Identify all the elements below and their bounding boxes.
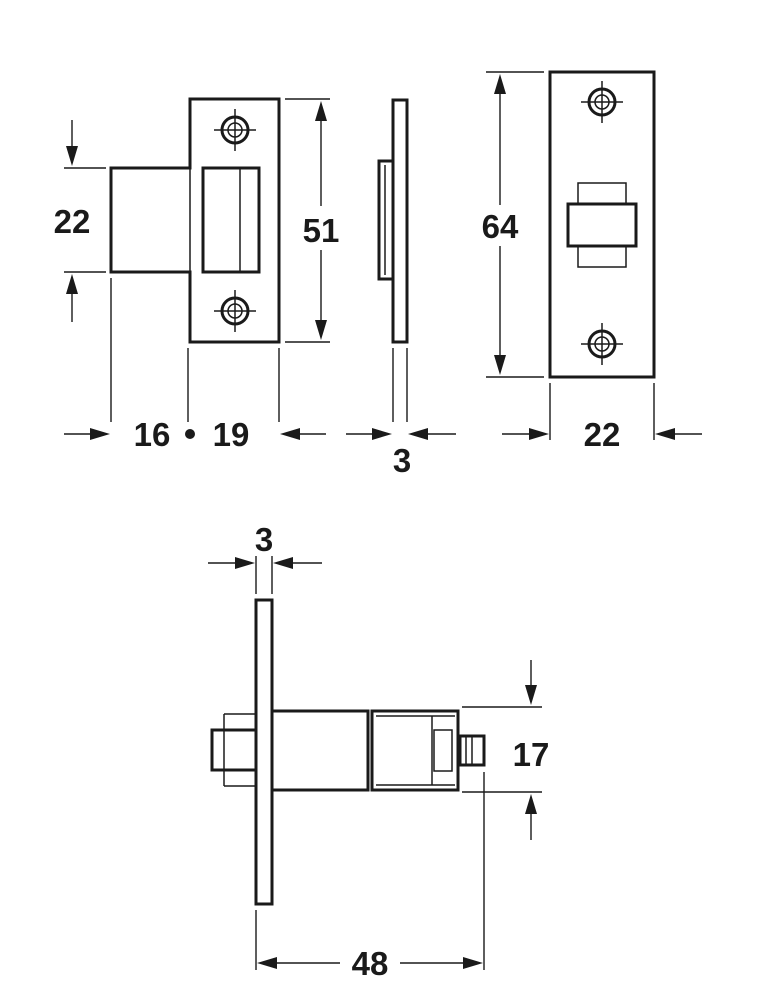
dim-label-3-latch: 3 [255, 521, 273, 558]
front-screw-hole-top [581, 81, 623, 123]
dim-label-51: 51 [303, 212, 340, 249]
dim-label-64: 64 [482, 208, 519, 245]
front-screw-hole-bottom [581, 323, 623, 365]
latch-face-plate [254, 598, 274, 906]
strike-plate-outline [109, 97, 281, 344]
dim-latch-plate-thickness: 3 [208, 521, 322, 569]
dim-latch-length: 48 [257, 945, 483, 982]
dim-body-diameter: 17 [513, 660, 550, 840]
dim-front-height: 64 [482, 74, 519, 375]
side-plate [391, 98, 409, 344]
dim-tongue-depth-plate-width: 16 19 [64, 416, 326, 453]
dim-label-19: 19 [213, 416, 250, 453]
dim-label-48: 48 [352, 945, 389, 982]
front-plate-outline [548, 70, 656, 379]
dim-tongue-height: 22 [54, 120, 91, 322]
strike-plate-slot [201, 166, 261, 274]
screw-hole-bottom [214, 290, 256, 332]
dim-label-22-strike: 22 [54, 203, 91, 240]
side-view-drawing: 3 [346, 98, 456, 479]
latch-rear-block [210, 728, 258, 772]
dim-label-16: 16 [134, 416, 171, 453]
side-tongue [377, 159, 395, 281]
dim-side-thickness: 3 [346, 428, 456, 479]
latch-barrel [270, 709, 370, 792]
strike-plate-drawing: 22 51 16 19 [54, 97, 340, 453]
latch-front-cylinder [370, 709, 460, 792]
dim-label-17: 17 [513, 736, 550, 773]
screw-hole-top [214, 109, 256, 151]
latch-bolt-face [566, 202, 638, 248]
dim-front-width: 22 [502, 416, 702, 453]
latch-body-drawing: 3 17 48 [208, 521, 549, 982]
front-plate-drawing: 64 22 [482, 70, 702, 453]
dim-plate-height: 51 [303, 101, 340, 340]
dim-label-3-side: 3 [393, 442, 411, 479]
datum-dot [185, 429, 195, 439]
dim-label-22-front: 22 [584, 416, 621, 453]
